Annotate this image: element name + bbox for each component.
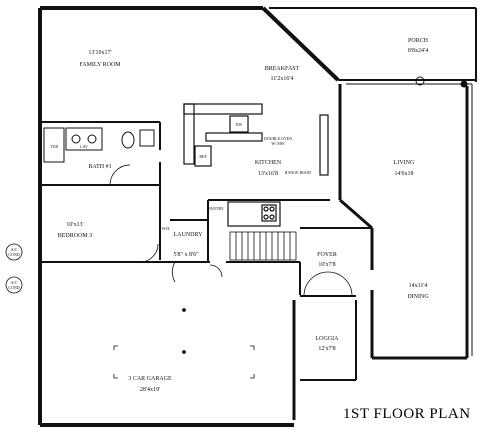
- ac-units: [5, 243, 23, 294]
- refrigerator-label: REF: [199, 154, 207, 159]
- living-label: LIVING: [394, 160, 415, 166]
- tub-label: TUB: [50, 144, 58, 149]
- garage-marks: [113, 308, 255, 379]
- water-heater-label: W.H.: [162, 226, 170, 231]
- porch-railing: [346, 76, 473, 356]
- loggia-label: LOGGIA: [316, 336, 340, 342]
- garage-dims: 28'4x19': [140, 387, 160, 393]
- double-oven-label: DOUBLE OVEN: [264, 136, 292, 141]
- kitchen-counters: [183, 103, 329, 227]
- laundry-label: LAUNDRY: [173, 232, 203, 238]
- interior-walls: [40, 121, 372, 297]
- dining-dims: 14x11'4: [409, 283, 428, 289]
- door-swings: [109, 164, 353, 297]
- porch-label: PORCH: [408, 38, 429, 44]
- kitchen-label: KITCHEN: [255, 160, 282, 166]
- family-room-label: FAMILY ROOM: [79, 62, 121, 68]
- foyer-label: FOYER: [317, 252, 337, 258]
- breakfast-dims: 11'2x16'4: [271, 76, 294, 82]
- lav-label: LAV: [80, 144, 88, 149]
- kitchen-dims: 13'x16'8: [258, 171, 278, 177]
- double-oven-sublabel: W/ MW: [271, 141, 284, 146]
- loggia-dims: 12'x7'8: [318, 346, 335, 352]
- ac-unit-2-sublabel: COND: [8, 285, 19, 290]
- garage-label: 3 CAR GARAGE: [128, 376, 172, 382]
- ac-unit-1-sublabel: COND: [8, 252, 19, 257]
- laundry-dims: 5'8" x 8'6": [173, 252, 199, 258]
- range-hood-label: RANGE HOOD: [285, 170, 311, 175]
- exterior-walls: [38, 6, 477, 427]
- stairs: [229, 231, 297, 261]
- bath-label: BATH #1: [88, 164, 111, 170]
- dishwasher-label: DW: [236, 122, 243, 127]
- ac-unit-2-label: A/C: [11, 280, 18, 285]
- living-dims: 14'6x18: [394, 171, 413, 177]
- family-room-dims: 13'10x17': [88, 50, 111, 56]
- bedroom-dims: 10'x13': [66, 222, 83, 228]
- breakfast-label: BREAKFAST: [265, 66, 300, 72]
- foyer-dims: 10'x7'8: [318, 262, 335, 268]
- plan-title: 1ST FLOOR PLAN: [343, 406, 471, 422]
- pantry-label: PANTRY: [208, 206, 224, 211]
- ac-unit-1-label: A/C: [11, 247, 18, 252]
- bedroom-label: BEDROOM 3: [58, 233, 93, 239]
- bath-fixtures: [43, 127, 155, 163]
- porch-dims: 8'8x24'4: [408, 48, 428, 54]
- dining-label: DINING: [407, 294, 429, 300]
